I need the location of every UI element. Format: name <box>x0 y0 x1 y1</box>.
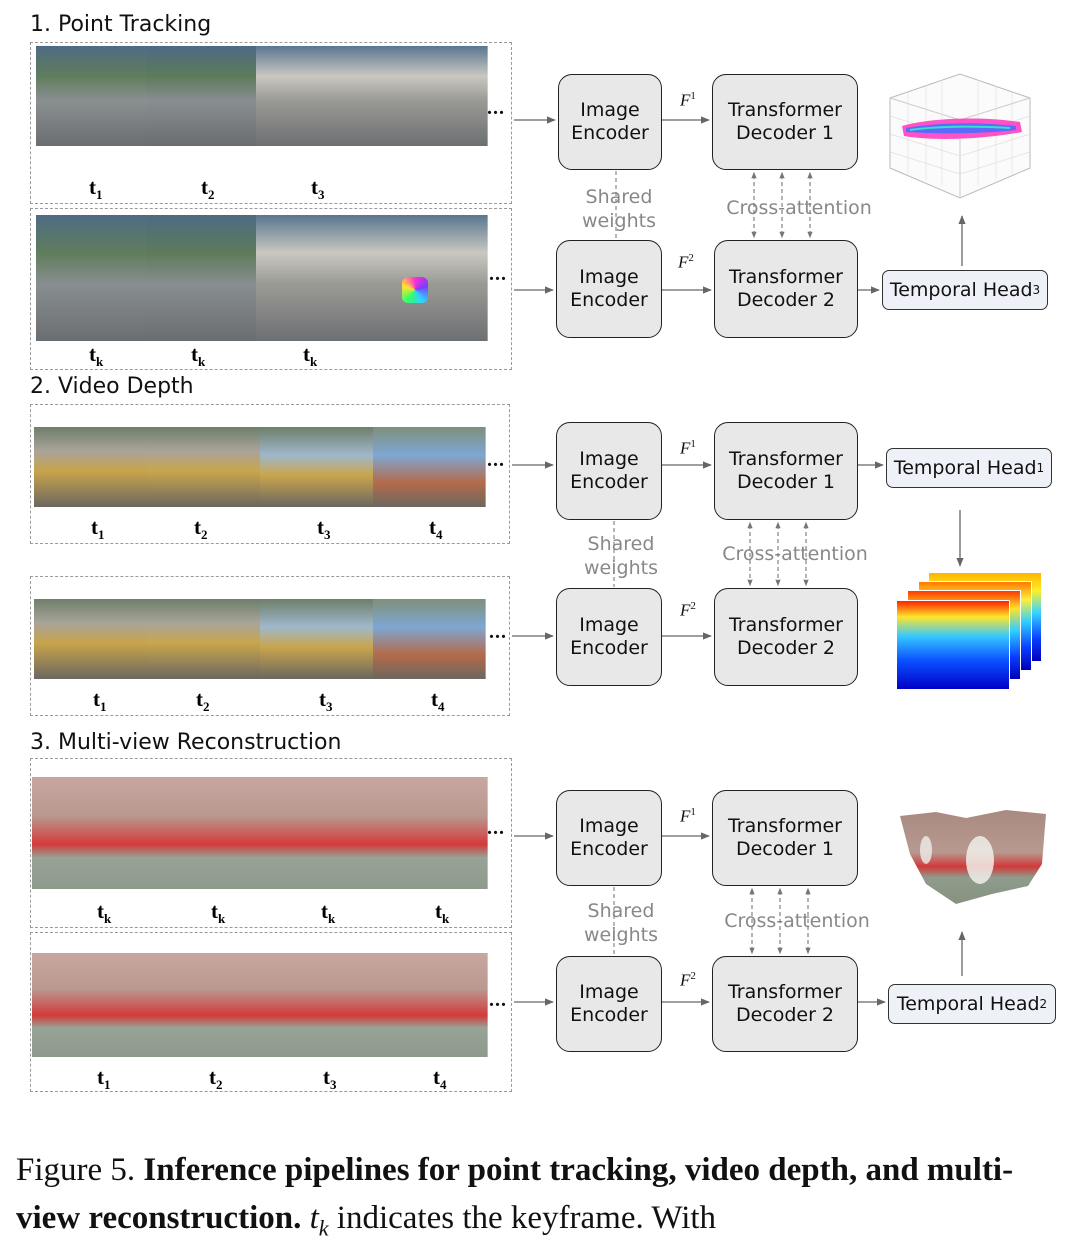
frame-label: t2 <box>196 687 210 715</box>
ellipsis: ... <box>489 989 507 1011</box>
frame-label: t2 <box>194 515 208 543</box>
frame-label: tk <box>321 899 336 927</box>
transformer-decoder-1-box: Transformer Decoder 1 <box>712 74 858 170</box>
frame-label: tk <box>191 342 206 370</box>
video-frame <box>373 427 486 507</box>
feature-symbol: F2 <box>680 970 696 990</box>
video-frame <box>146 46 257 146</box>
frame-label: tk <box>97 899 112 927</box>
video-frame <box>373 599 486 679</box>
frame-label: t3 <box>323 1065 337 1093</box>
video-frame <box>36 215 147 341</box>
video-frame <box>260 599 374 679</box>
frame-label: t3 <box>311 175 325 203</box>
frame-label: t1 <box>93 687 107 715</box>
caption-variable: tk <box>309 1200 329 1241</box>
frame-strip-recon-top: tk tk tk tk ... <box>30 758 512 928</box>
depth-map-stack <box>896 572 1042 690</box>
video-frame <box>32 777 147 889</box>
frame-strip-depth-bottom: t1 t2 t3 t4 ... <box>30 576 510 716</box>
frame-label: t3 <box>319 687 333 715</box>
video-frame <box>34 427 148 507</box>
video-frame <box>256 215 488 341</box>
ellipsis: ... <box>489 263 507 285</box>
frame-label: tk <box>435 899 450 927</box>
frame-label: t2 <box>209 1065 223 1093</box>
feature-symbol: F1 <box>680 438 696 458</box>
frame-label: tk <box>211 899 226 927</box>
ellipsis: ... <box>489 621 507 643</box>
shared-weights-label: Shared weights <box>584 533 658 579</box>
section-title-tracking: 1. Point Tracking <box>30 12 212 37</box>
frame-strip-tracking-top: t1 t2 t3 ... <box>30 42 512 204</box>
feature-symbol: F2 <box>680 600 696 620</box>
video-frame <box>36 46 147 146</box>
video-frame <box>146 953 261 1057</box>
ellipsis: ... <box>487 817 505 839</box>
frame-label: t1 <box>91 515 105 543</box>
image-encoder-box: Image Encoder <box>556 790 662 886</box>
image-encoder-box: Image Encoder <box>558 74 662 170</box>
video-frame <box>146 215 257 341</box>
shared-weights-label: Shared weights <box>584 900 658 946</box>
caption-bold-title: Inference pipelines for point tracking, … <box>16 1152 1014 1236</box>
frame-strip-depth-top: t1 t2 t3 t4 ... <box>30 404 510 544</box>
video-frame <box>256 46 488 146</box>
frame-label: t1 <box>89 175 103 203</box>
caption-figure-number: Figure 5. <box>16 1152 136 1188</box>
video-frame <box>147 599 261 679</box>
point-cloud-reconstruction <box>900 810 1046 904</box>
transformer-decoder-2-box: Transformer Decoder 2 <box>712 956 858 1052</box>
section-title-depth: 2. Video Depth <box>30 374 194 399</box>
section-title-recon: 3. Multi-view Reconstruction <box>30 730 342 755</box>
feature-symbol: F1 <box>680 806 696 826</box>
feature-symbol: F1 <box>680 90 696 110</box>
video-frame <box>374 777 488 889</box>
caption-text: indicates the keyframe. With <box>336 1200 717 1236</box>
transformer-decoder-1-box: Transformer Decoder 1 <box>712 790 858 886</box>
ellipsis: ... <box>487 449 505 471</box>
depth-map <box>896 600 1010 690</box>
transformer-decoder-2-box: Transformer Decoder 2 <box>714 588 858 686</box>
figure-caption: Figure 5. Inference pipelines for point … <box>16 1146 1062 1253</box>
3d-trajectory-plot <box>889 73 1031 199</box>
frame-label: tk <box>303 342 318 370</box>
transformer-decoder-1-box: Transformer Decoder 1 <box>714 422 858 520</box>
transformer-decoder-2-box: Transformer Decoder 2 <box>714 240 858 338</box>
frame-label: t4 <box>429 515 443 543</box>
video-frame <box>146 777 261 889</box>
video-frame <box>260 953 375 1057</box>
frame-label: t3 <box>317 515 331 543</box>
frame-label: t4 <box>431 687 445 715</box>
ellipsis: ... <box>487 97 505 119</box>
video-frame <box>34 599 148 679</box>
video-frame <box>374 953 488 1057</box>
frame-label: t1 <box>97 1065 111 1093</box>
feature-symbol: F2 <box>678 252 694 272</box>
cross-attention-label: Cross-attention <box>726 197 872 219</box>
image-encoder-box: Image Encoder <box>556 588 662 686</box>
tracked-points-overlay <box>402 277 428 303</box>
cross-attention-label: Cross-attention <box>722 543 868 565</box>
image-encoder-box: Image Encoder <box>556 956 662 1052</box>
frame-strip-recon-bottom: t1 t2 t3 t4 ... <box>30 932 512 1092</box>
image-encoder-box: Image Encoder <box>556 422 662 520</box>
video-frame <box>260 777 375 889</box>
frame-label: t2 <box>201 175 215 203</box>
cross-attention-label: Cross-attention <box>724 910 870 932</box>
frame-label: tk <box>89 342 104 370</box>
frame-strip-tracking-bottom: tk tk tk ... <box>30 208 512 370</box>
shared-weights-label: Shared weights <box>582 186 656 232</box>
video-frame <box>32 953 147 1057</box>
image-encoder-box: Image Encoder <box>556 240 662 338</box>
video-frame <box>147 427 261 507</box>
video-frame <box>260 427 374 507</box>
frame-label: t4 <box>433 1065 447 1093</box>
